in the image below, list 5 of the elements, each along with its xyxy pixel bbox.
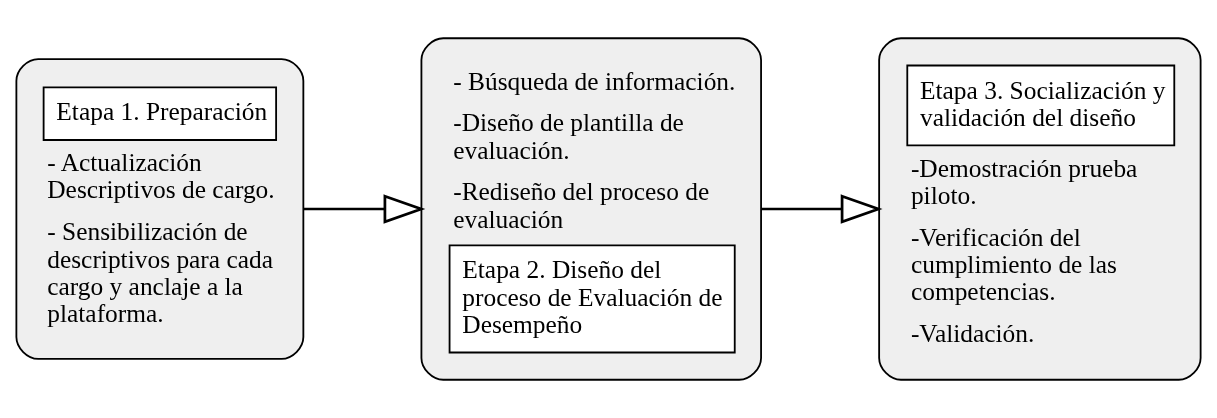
arrow [303,194,426,224]
node-box: - Búsqueda de información. -Diseño de plantilla de evaluación. -Rediseño del proceso de evaluación Etapa 2. Diseño del proceso de Evaluación de Desempeño [420,37,762,381]
node-box: Etapa 3. Socialización y validación del diseño -Demostración prueba piloto. -Verificación del cumplimiento de las competencias. -Validación. [878,37,1202,381]
arrow [761,194,883,224]
node-box: Etapa 1. Preparación - Actualización Descriptivos de cargo. - Sensibilización de descriptivos para cada cargo y anclaje a la plataforma. [15,58,305,360]
